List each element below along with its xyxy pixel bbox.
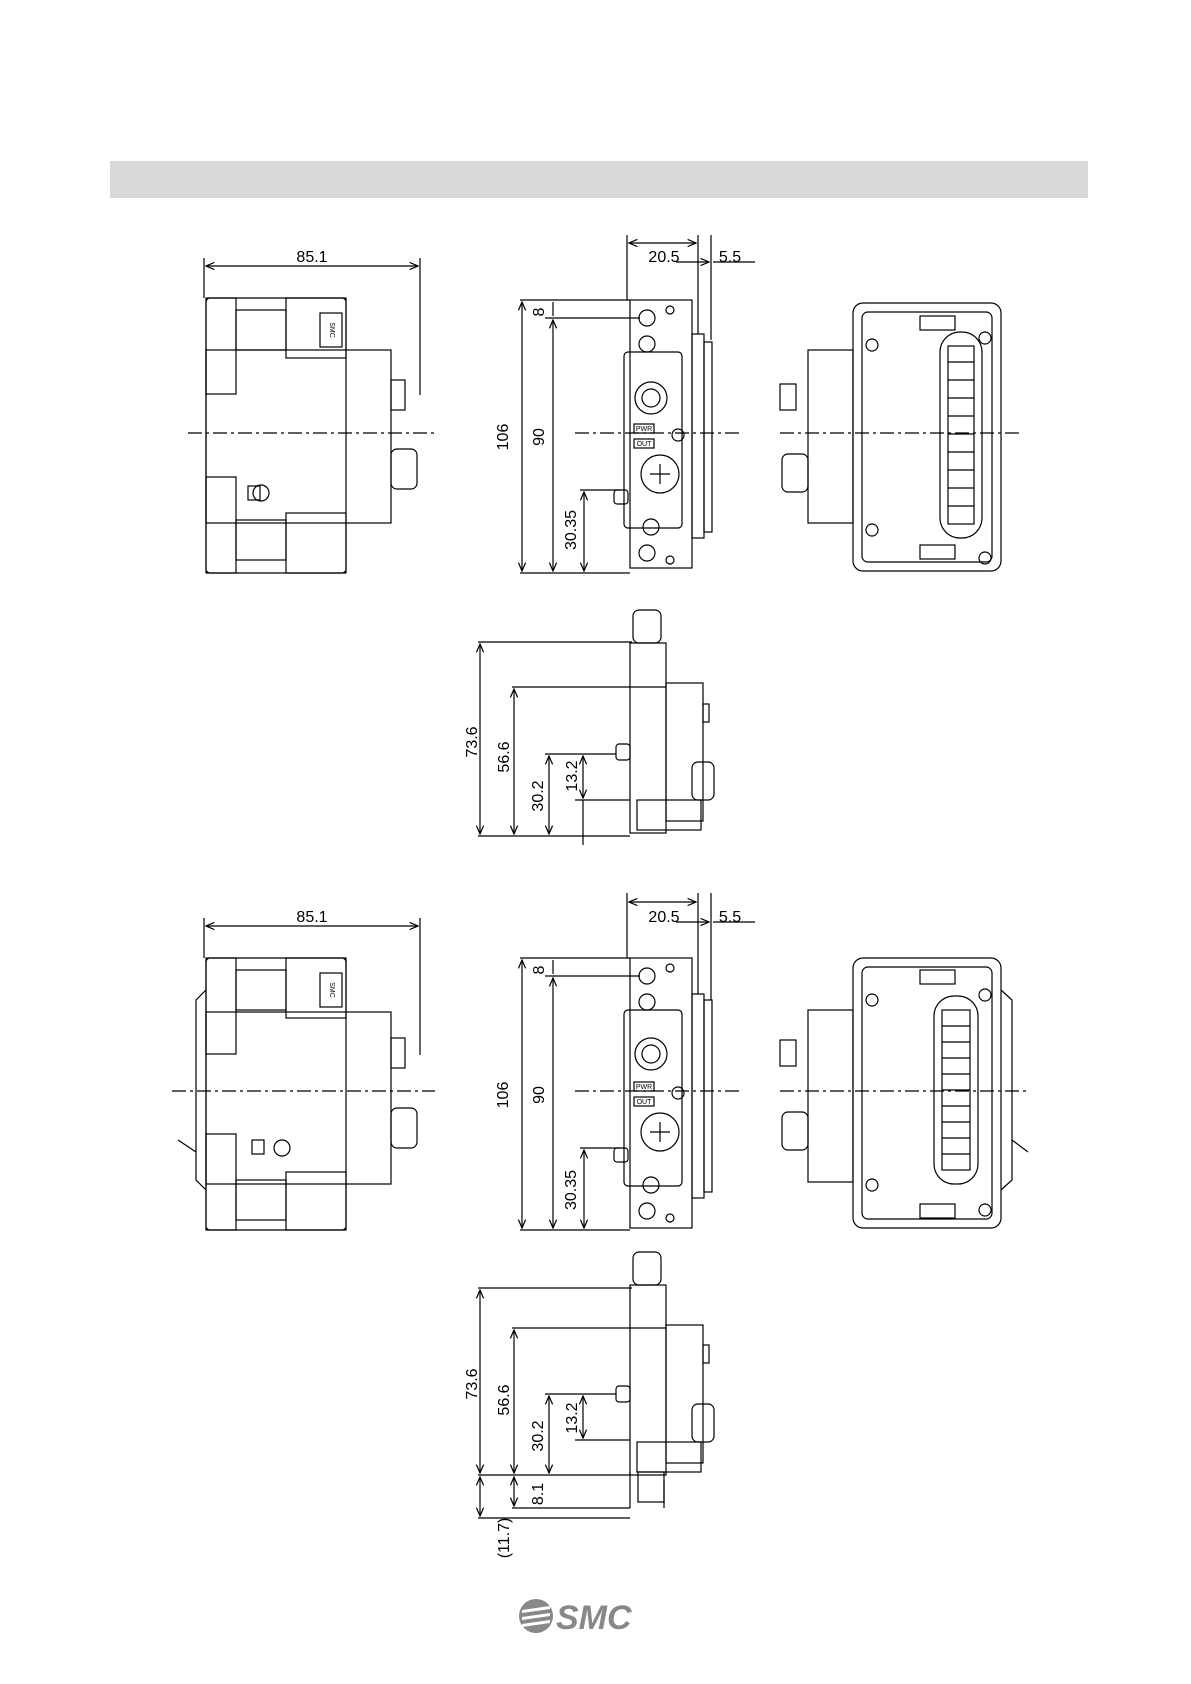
top-right-rear-view <box>780 303 1020 571</box>
bottom-right-rear-view <box>780 958 1030 1228</box>
top-side-lower-label: 30.2 <box>530 780 547 811</box>
top-side-small-label: 13.2 <box>564 760 581 791</box>
top-lower-side-view <box>616 610 714 833</box>
bottom-smc-plate-label: SMC <box>328 982 335 998</box>
bottom-side-lower-label: 30.2 <box>530 1420 547 1451</box>
top-front-offset-label: 20.5 <box>648 249 679 266</box>
top-front-lower-label: 30.35 <box>563 510 580 550</box>
top-front-protrusion-label: 5.5 <box>719 249 741 266</box>
top-front-dims <box>520 235 755 573</box>
smc-logo-mark <box>519 1599 553 1633</box>
top-front-height-label: 90 <box>531 428 548 446</box>
bottom-side-mid-label: 56.6 <box>496 1384 513 1415</box>
bottom-out-label: OUT <box>637 1099 653 1106</box>
top-pwr-label: PWR <box>636 426 652 433</box>
smc-logo-text: SMC <box>556 1599 632 1636</box>
bottom-side-rail-ref-label: (11.7) <box>496 1518 513 1559</box>
top-smc-plate-label: SMC <box>328 322 335 338</box>
bottom-left-width-label: 85.1 <box>296 909 327 926</box>
bottom-left-side-view <box>172 958 435 1230</box>
top-left-width-label: 85.1 <box>296 249 327 266</box>
top-left-side-view <box>188 298 435 573</box>
bottom-front-lower-label: 30.35 <box>563 1170 580 1210</box>
bottom-side-small-label: 13.2 <box>564 1402 581 1433</box>
bottom-side-total-label: 73.6 <box>464 1368 481 1399</box>
bottom-side-rail-label: 8.1 <box>530 1483 547 1505</box>
bottom-lower-side-view <box>616 1252 714 1508</box>
bottom-front-height-label: 90 <box>531 1086 548 1104</box>
top-side-total-label: 73.6 <box>464 726 481 757</box>
top-front-pitch-label: 8 <box>531 307 548 316</box>
top-front-view <box>575 300 740 568</box>
top-out-label: OUT <box>637 441 653 448</box>
bottom-front-pitch-label: 8 <box>531 965 548 974</box>
bottom-pwr-label: PWR <box>636 1084 652 1091</box>
smc-logo: SMC <box>518 1596 648 1636</box>
bottom-front-total-height-label: 106 <box>495 1082 512 1109</box>
bottom-front-protrusion-label: 5.5 <box>719 909 741 926</box>
bottom-front-offset-label: 20.5 <box>648 909 679 926</box>
top-side-mid-label: 56.6 <box>496 741 513 772</box>
top-front-total-height-label: 106 <box>495 424 512 451</box>
bottom-front-view <box>575 958 740 1228</box>
